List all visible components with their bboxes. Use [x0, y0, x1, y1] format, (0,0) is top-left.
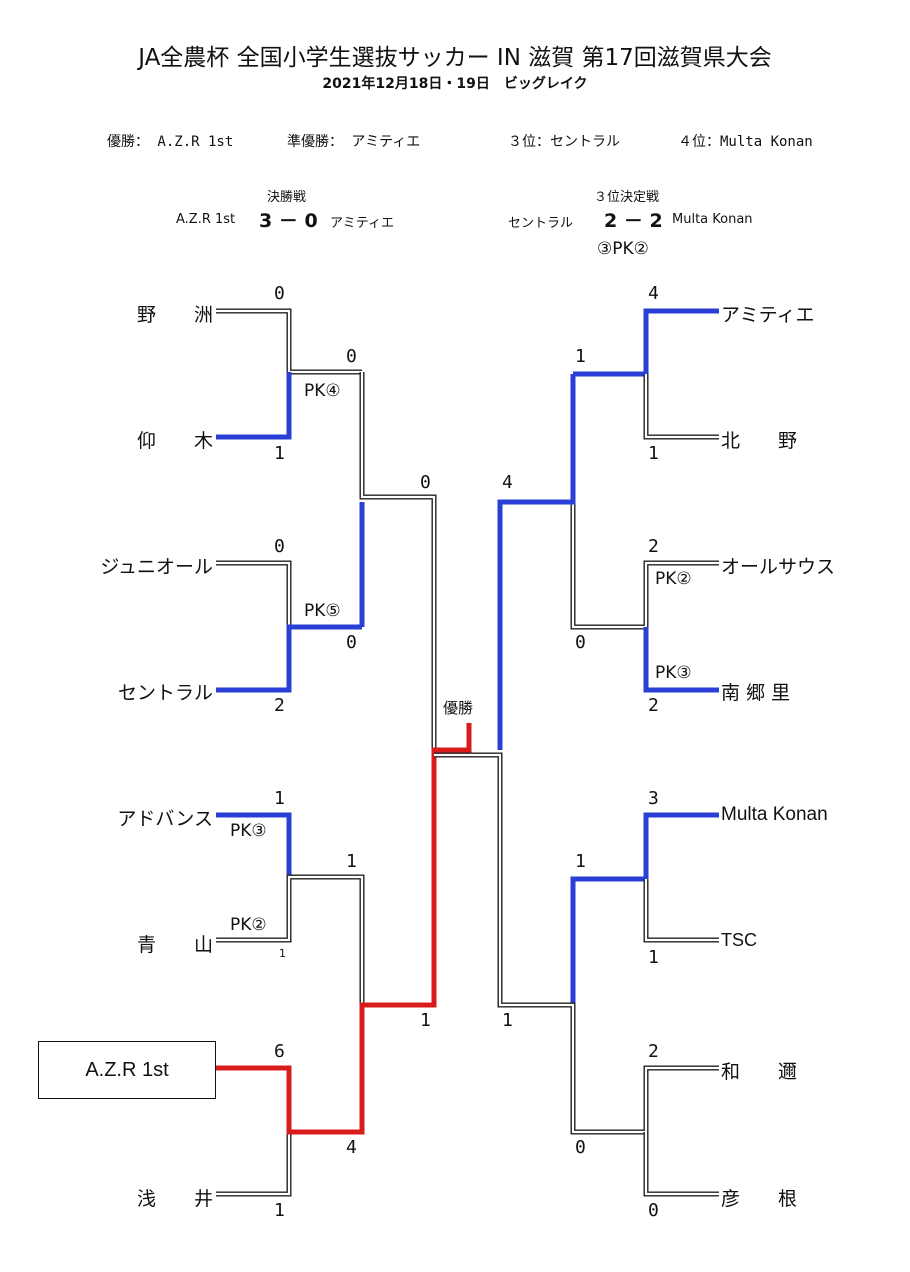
score-r2-left-2: 0 [346, 632, 357, 653]
final-caption: 決勝戦 [267, 190, 307, 205]
team-right-8: 彦 根 [721, 1188, 798, 1210]
team-left-6: 青 山 [136, 934, 213, 956]
team-right-4: 南 郷 里 [721, 682, 791, 704]
pk-label-right-2b: PK③ [654, 663, 693, 683]
r-r1p4-loser-outline [643, 1132, 719, 1197]
team-left-4: セントラル [117, 682, 213, 704]
score-r2-left-1: 0 [346, 346, 357, 367]
team-left-8: 浅 井 [136, 1188, 213, 1210]
score-r2-right-2: 0 [575, 632, 586, 653]
score-r1-left-6: 1 [279, 947, 286, 960]
score-sf-left-2: 1 [420, 1010, 431, 1031]
champion-team-box: A.Z.R 1st [38, 1041, 216, 1099]
score-r2-right-1: 1 [575, 346, 586, 367]
score-sf-right-1: 4 [502, 472, 513, 493]
result-third: ３位：セントラル [508, 134, 620, 150]
final-team-a: A.Z.R 1st [176, 212, 236, 227]
team-right-1: アミティエ [721, 304, 815, 326]
score-r2-left-4: 4 [346, 1137, 357, 1158]
score-sf-right-2: 1 [502, 1010, 513, 1031]
team-left-5: アドバンス [117, 808, 213, 830]
team-left-7: A.Z.R 1st [85, 1058, 169, 1081]
pk-label-right-2a: PK② [654, 569, 693, 589]
l-r1p4-loser-outline [216, 1132, 292, 1197]
l-r2p1-loser-inner [360, 372, 436, 750]
third-place-pk: ③PK② [597, 239, 649, 259]
champion-label: 優勝 [443, 699, 474, 717]
score-r1-right-1: 4 [648, 283, 659, 304]
team-left-2: 仰 木 [136, 430, 213, 452]
l-r1p3-loser-inner [216, 875, 364, 1005]
l-r1p2-loser-inner [216, 561, 291, 627]
page-title: JA全農杯 全国小学生選抜サッカー IN 滋賀 第17回滋賀県大会 [138, 45, 772, 71]
pk-label-left-3a: PK③ [230, 821, 267, 841]
pk-label-left-2: PK⑤ [303, 601, 342, 621]
third-place-caption: ３位決定戦 [594, 190, 660, 205]
l-champion-path [216, 723, 472, 1135]
score-sf-left-1: 0 [420, 472, 431, 493]
l-r1p3-winner [216, 812, 292, 877]
team-right-5: Multa Konan [721, 804, 828, 825]
score-r1-left-4: 2 [274, 695, 285, 716]
third-place-score: 2 － 2 [604, 210, 663, 232]
final-team-b: アミティエ [330, 216, 394, 231]
team-right-6: TSC [721, 930, 757, 950]
third-place-team-a: セントラル [508, 216, 574, 231]
l-r1p1-winner [216, 372, 292, 440]
pk-label-left-3b: PK② [230, 915, 267, 935]
final-score: 3 － 0 [259, 210, 318, 232]
score-r2-right-4: 0 [575, 1137, 586, 1158]
l-r1p4-loser-inner [216, 1132, 291, 1196]
r-r1p1-winner [573, 308, 719, 377]
score-r1-right-6: 1 [648, 947, 659, 968]
score-r1-right-3: 2 [648, 536, 659, 557]
score-r1-right-8: 0 [648, 1200, 659, 1221]
page-subtitle: 2021年12月18日・19日 ビッグレイク [322, 76, 588, 92]
score-r2-left-3: 1 [346, 851, 357, 872]
result-runner-up: 準優勝： アミティエ [287, 134, 421, 150]
l-r1p2-winner [216, 624, 362, 693]
team-right-2: 北 野 [721, 430, 798, 452]
r-r1p1-loser-outline [643, 374, 719, 440]
score-r1-left-5: 1 [274, 788, 285, 809]
score-r1-left-7: 6 [274, 1041, 285, 1062]
result-fourth: ４位：Multa Konan [678, 134, 813, 150]
score-r2-right-3: 1 [575, 851, 586, 872]
score-r1-right-2: 1 [648, 443, 659, 464]
r-r2p2-loser-outline [434, 752, 719, 1135]
r-r1p4-loser-inner [644, 1132, 719, 1196]
team-left-1: 野 洲 [136, 304, 213, 326]
third-place-team-b: Multa Konan [672, 212, 753, 227]
r-r2p1-winner [497, 374, 576, 750]
r-r2p2-loser-inner [434, 753, 719, 1134]
team-right-7: 和 邇 [721, 1061, 798, 1083]
team-right-3: オールサウス [721, 556, 836, 578]
score-r1-right-7: 2 [648, 1041, 659, 1062]
r-r1p2-winner [643, 627, 719, 693]
score-r1-left-2: 1 [274, 443, 285, 464]
l-r1p2-loser-outline [216, 560, 292, 627]
score-r1-left-1: 0 [274, 283, 285, 304]
score-r1-left-8: 1 [274, 1200, 285, 1221]
score-r1-right-4: 2 [648, 695, 659, 716]
score-r1-left-3: 0 [274, 536, 285, 557]
score-r1-right-5: 3 [648, 788, 659, 809]
l-r1p1-loser-inner [216, 309, 362, 374]
r-r1p3-loser-outline [643, 879, 719, 943]
team-left-3: ジュニオール [100, 556, 213, 578]
pk-label-left-1: PK④ [303, 381, 342, 401]
result-winner: 優勝： A.Z.R 1st [107, 134, 234, 150]
l-r2p1-loser-outline [359, 372, 437, 750]
r-r1p3-loser-inner [644, 879, 719, 942]
r-r1p1-loser-inner [644, 374, 719, 439]
